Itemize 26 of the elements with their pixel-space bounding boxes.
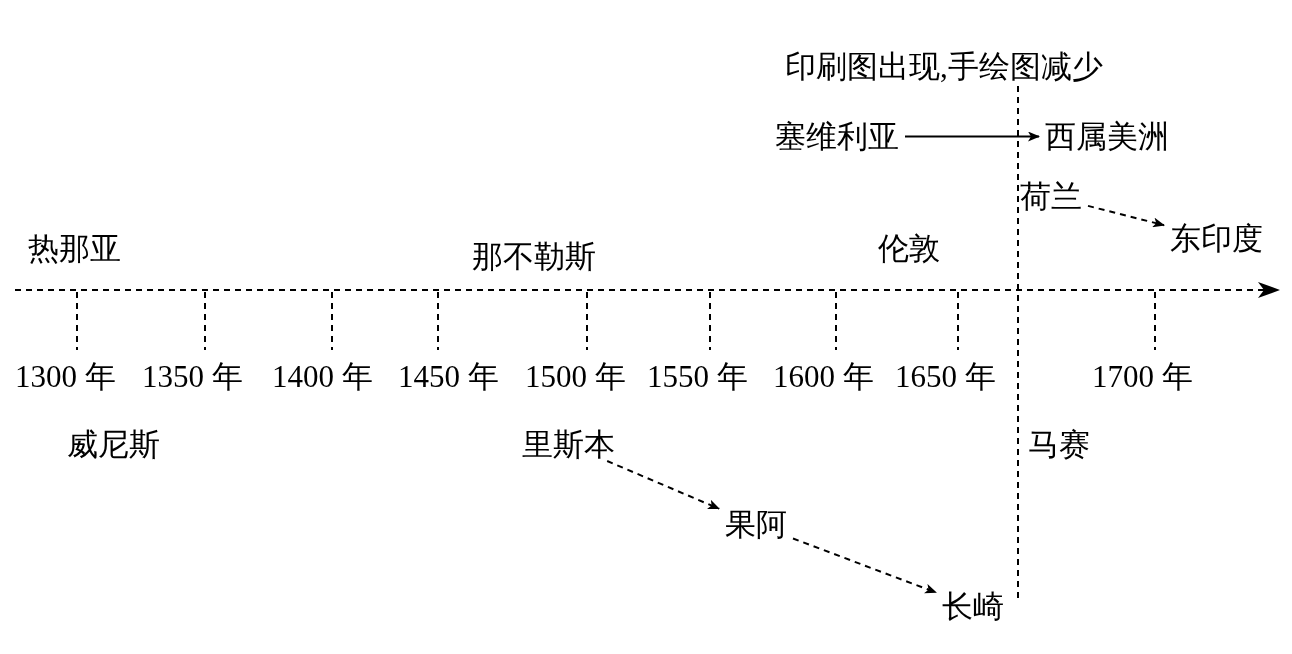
- year-label: 1650 年: [895, 358, 996, 396]
- year-label: 1450 年: [398, 358, 499, 396]
- place-name: 东印度: [1170, 220, 1263, 258]
- arrow: [792, 537, 937, 594]
- note-text: 印刷图出现,手绘图减少: [785, 48, 1103, 86]
- place-name: 塞维利亚: [775, 118, 899, 156]
- year-label: 1500 年: [525, 358, 626, 396]
- place-name: 马赛: [1028, 426, 1090, 464]
- place-name: 果阿: [725, 506, 787, 544]
- year-label: 1550 年: [647, 358, 748, 396]
- year-label: 1600 年: [773, 358, 874, 396]
- arrow: [904, 131, 1040, 142]
- place-name: 西属美洲: [1045, 118, 1169, 156]
- arrow: [1087, 204, 1165, 228]
- arrow: [606, 460, 720, 510]
- place-name: 那不勒斯: [472, 238, 596, 276]
- place-name: 长崎: [942, 588, 1004, 626]
- place-name: 伦敦: [878, 230, 940, 268]
- year-label: 1300 年: [15, 358, 116, 396]
- place-name: 热那亚: [28, 230, 121, 268]
- place-name: 荷兰: [1020, 178, 1082, 216]
- place-name: 里斯本: [522, 426, 615, 464]
- place-name: 威尼斯: [67, 426, 160, 464]
- year-label: 1400 年: [272, 358, 373, 396]
- year-label: 1350 年: [142, 358, 243, 396]
- year-label: 1700 年: [1092, 358, 1193, 396]
